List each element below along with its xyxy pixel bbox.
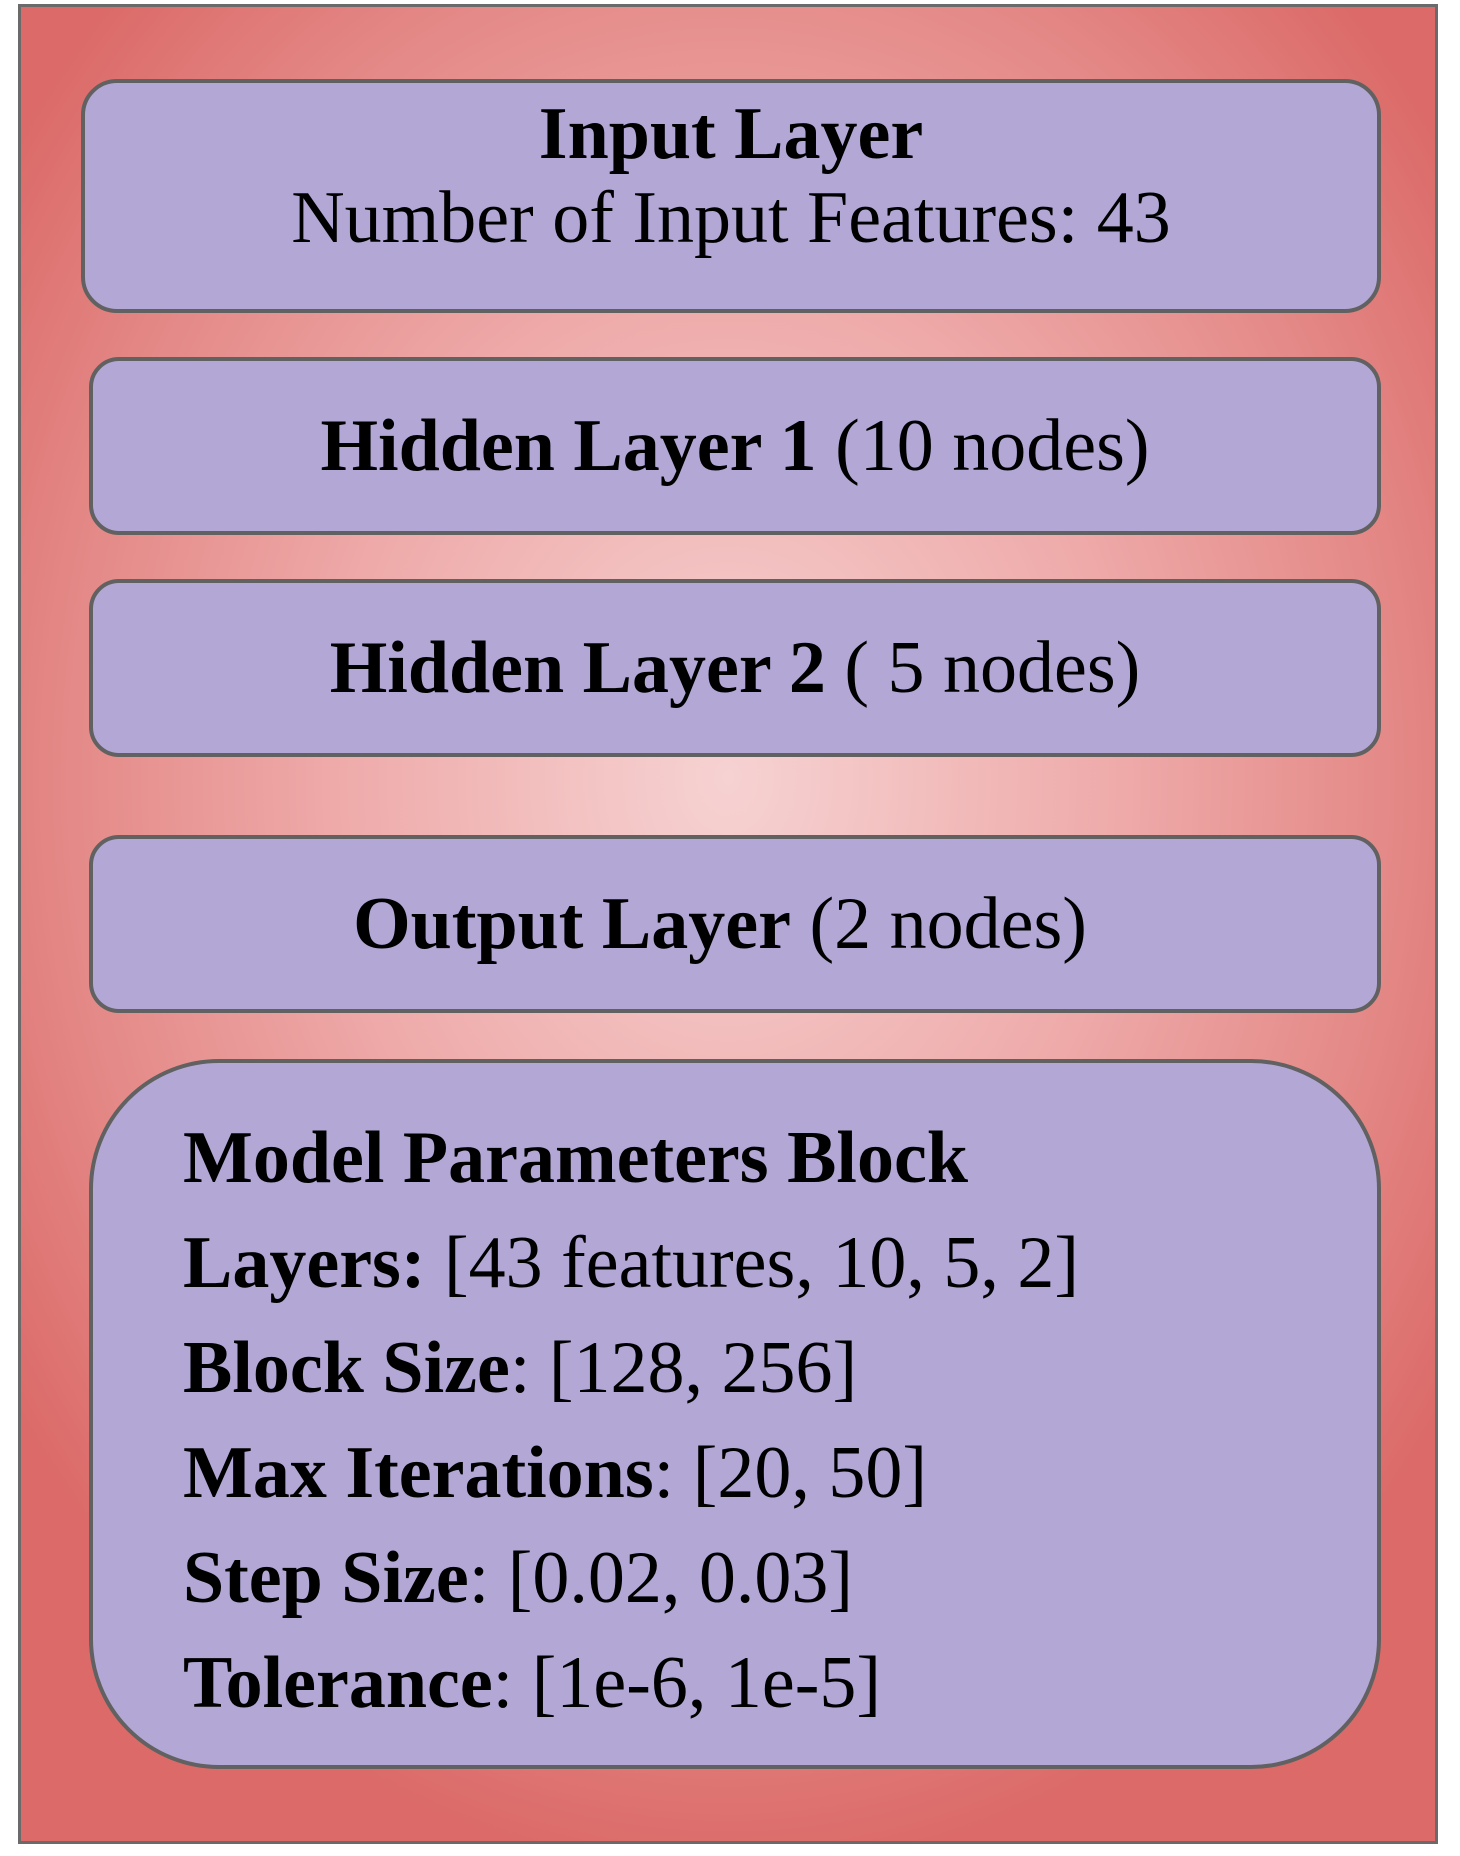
hidden-layer-2-detail: ( 5 nodes) (844, 627, 1141, 709)
hidden-layer-2-text: Hidden Layer 2 ( 5 nodes) (93, 631, 1377, 705)
param-layers-value: [43 features, 10, 5, 2] (425, 1222, 1079, 1304)
input-layer-title: Input Layer (538, 93, 924, 175)
hidden-layer-1-title: Hidden Layer 1 (320, 405, 817, 487)
hidden-layer-2-title: Hidden Layer 2 (329, 627, 826, 709)
param-block-size-value: : [128, 256] (509, 1327, 858, 1409)
model-parameters-title: Model Parameters Block (183, 1117, 968, 1199)
model-parameters-list: Model Parameters Block Layers: [43 featu… (183, 1121, 1079, 1751)
input-layer-subtitle: Number of Input Features: 43 (291, 177, 1171, 259)
param-step-size-label: Step Size (183, 1537, 469, 1619)
hidden-layer-1-text: Hidden Layer 1 (10 nodes) (93, 409, 1377, 483)
param-max-iterations-label: Max Iterations (183, 1432, 654, 1514)
param-tolerance-value: : [1e-6, 1e-5] (492, 1642, 881, 1724)
output-layer-text: Output Layer (2 nodes) (63, 887, 1377, 961)
param-tolerance: Tolerance: [1e-6, 1e-5] (183, 1646, 1079, 1720)
hidden-layer-1-box: Hidden Layer 1 (10 nodes) (89, 357, 1381, 535)
param-step-size-value: : [0.02, 0.03] (468, 1537, 854, 1619)
output-layer-box: Output Layer (2 nodes) (89, 835, 1381, 1013)
param-max-iterations-value: : [20, 50] (653, 1432, 927, 1514)
param-max-iterations: Max Iterations: [20, 50] (183, 1436, 1079, 1510)
output-layer-title: Output Layer (353, 883, 791, 965)
param-layers: Layers: [43 features, 10, 5, 2] (183, 1226, 1079, 1300)
diagram-canvas: Input Layer Number of Input Features: 43… (18, 4, 1438, 1844)
param-block-size-label: Block Size (183, 1327, 510, 1409)
output-layer-detail: (2 nodes) (809, 883, 1087, 965)
input-layer-box: Input Layer Number of Input Features: 43 (81, 79, 1381, 313)
param-tolerance-label: Tolerance (183, 1642, 493, 1724)
model-parameters-box: Model Parameters Block Layers: [43 featu… (89, 1059, 1381, 1769)
param-layers-label: Layers: (183, 1222, 426, 1304)
hidden-layer-2-box: Hidden Layer 2 ( 5 nodes) (89, 579, 1381, 757)
param-step-size: Step Size: [0.02, 0.03] (183, 1541, 1079, 1615)
hidden-layer-1-detail: (10 nodes) (835, 405, 1150, 487)
param-block-size: Block Size: [128, 256] (183, 1331, 1079, 1405)
